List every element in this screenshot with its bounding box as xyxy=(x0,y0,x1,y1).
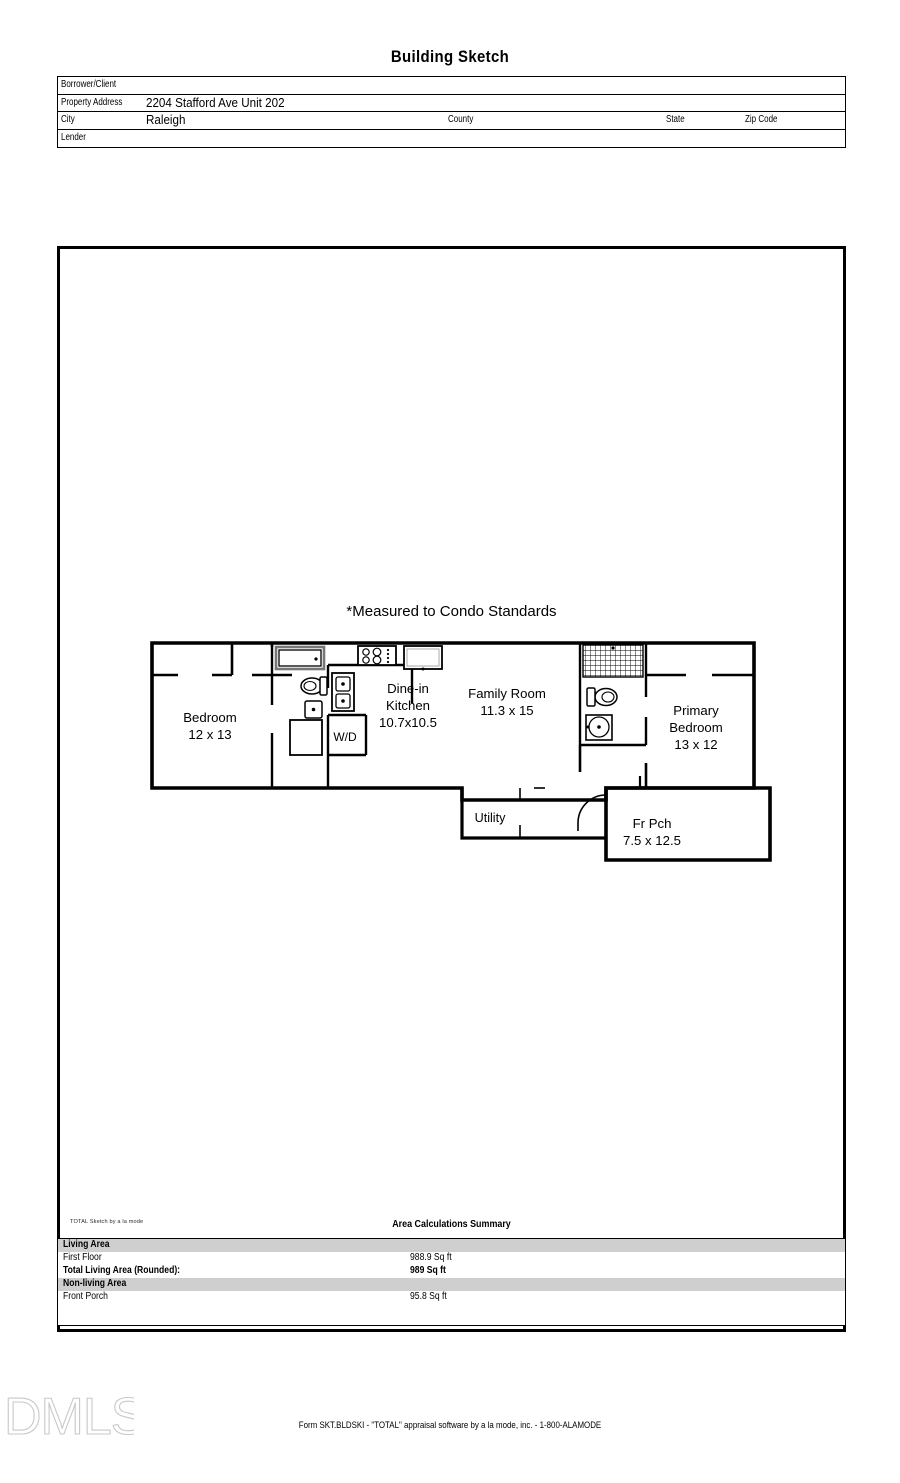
utility-room-walls xyxy=(460,788,606,840)
room-label-kitchen: Kitchen xyxy=(386,698,430,713)
door-openings xyxy=(152,643,754,788)
city-label: City xyxy=(61,114,75,125)
washer-dryer-label: W/D xyxy=(333,730,357,744)
area-calculations-table: Living Area First Floor 988.9 Sq ft Tota… xyxy=(57,1238,846,1326)
room-dims-kitchen: 10.7x10.5 xyxy=(379,715,437,730)
room-dims-primary-bedroom: 13 x 12 xyxy=(674,737,717,752)
porch-wall-ticks xyxy=(604,776,642,838)
condo-standards-note: *Measured to Condo Standards xyxy=(346,603,557,620)
floor-plan-drawing: W/D Bedroom 12 xyxy=(150,641,772,862)
room-label-utility: Utility xyxy=(475,811,506,825)
kitchen-sink-icon xyxy=(403,645,443,671)
sketch-credit-text: TOTAL Sketch by a la mode xyxy=(70,1219,144,1225)
area-row-non-living-area: Non-living Area xyxy=(58,1278,845,1291)
room-label-primary-bedroom: Bedroom xyxy=(669,720,723,735)
area-row-label: Total Living Area (Rounded): xyxy=(63,1265,181,1276)
interior-walls xyxy=(270,643,648,788)
toilet-icon xyxy=(300,676,328,696)
header-row-borrower: Borrower/Client xyxy=(58,77,845,95)
bathroom-sink-icon xyxy=(304,700,323,719)
page-title: Building Sketch xyxy=(390,47,510,66)
area-summary-title: Area Calculations Summary xyxy=(392,1218,511,1230)
footer-form-text: Form SKT.BLDSKI - "TOTAL" appraisal soft… xyxy=(298,1420,602,1430)
room-label-family-room: Family Room xyxy=(468,686,546,701)
primary-toilet-icon xyxy=(586,687,618,707)
header-row-city: City Raleigh County State Zip Code xyxy=(58,112,845,130)
area-row-front-porch: Front Porch 95.8 Sq ft xyxy=(58,1291,845,1304)
zip-code-label: Zip Code xyxy=(745,114,778,125)
area-row-label: Front Porch xyxy=(63,1291,108,1302)
bathtub-icon xyxy=(274,645,326,671)
washer-dryer-icon xyxy=(289,719,323,756)
city-value[interactable]: Raleigh xyxy=(146,113,186,127)
borrower-label: Borrower/Client xyxy=(61,79,117,90)
primary-sink-icon xyxy=(585,714,613,741)
shower-tiled-icon xyxy=(582,644,644,678)
room-label-primary: Primary xyxy=(673,703,719,718)
utility-interior-lines xyxy=(519,787,545,838)
front-door-swing xyxy=(577,788,607,831)
room-label-bedroom: Bedroom xyxy=(183,710,237,725)
kitchen-appliance-column-icon xyxy=(331,672,355,712)
county-label: County xyxy=(448,114,474,125)
area-row-value: 989 Sq ft xyxy=(410,1265,446,1276)
dmls-watermark-text: DMLS xyxy=(4,1392,134,1444)
stove-icon xyxy=(357,645,397,666)
property-address-label: Property Address xyxy=(61,96,123,108)
dmls-watermark-logo: DMLS xyxy=(4,1392,134,1444)
area-row-label: Non-living Area xyxy=(63,1278,127,1289)
state-label: State xyxy=(666,114,685,125)
area-row-value: 988.9 Sq ft xyxy=(410,1252,452,1263)
area-row-label: First Floor xyxy=(63,1252,102,1263)
lender-label: Lender xyxy=(61,131,86,143)
room-label-dine-in: Dine-in xyxy=(387,681,429,696)
room-label-front-porch: Fr Pch xyxy=(633,816,672,831)
exterior-walls xyxy=(150,641,756,802)
room-dims-bedroom: 12 x 13 xyxy=(188,727,231,742)
header-row-lender: Lender xyxy=(58,130,845,148)
room-dims-front-porch: 7.5 x 12.5 xyxy=(623,833,681,848)
header-row-property-address: Property Address 2204 Stafford Ave Unit … xyxy=(58,95,845,112)
area-row-living-area: Living Area xyxy=(58,1239,845,1252)
room-dims-family-room: 11.3 x 15 xyxy=(480,703,533,718)
property-address-value[interactable]: 2204 Stafford Ave Unit 202 xyxy=(146,95,285,110)
area-row-label: Living Area xyxy=(63,1239,110,1250)
area-row-first-floor: First Floor 988.9 Sq ft xyxy=(58,1252,845,1265)
area-row-value: 95.8 Sq ft xyxy=(410,1291,447,1302)
area-row-total-living-area: Total Living Area (Rounded): 989 Sq ft xyxy=(58,1265,845,1278)
front-porch-walls xyxy=(604,786,772,862)
property-header-table: Borrower/Client Property Address 2204 St… xyxy=(57,76,846,148)
